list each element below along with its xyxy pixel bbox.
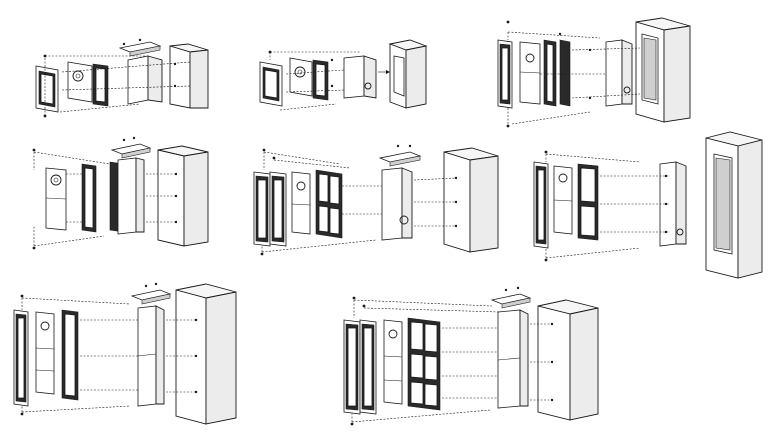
front-cover <box>533 161 549 249</box>
mounting-frame <box>312 59 329 101</box>
panel-c <box>497 17 691 128</box>
wall-block <box>635 17 691 123</box>
front-cover-left <box>343 319 361 415</box>
screws <box>268 50 334 88</box>
back-box <box>118 41 163 105</box>
guide-lines <box>33 151 176 247</box>
front-cover-left <box>253 171 271 247</box>
wall-block <box>537 299 599 421</box>
guide-lines <box>261 151 457 253</box>
guide-lines <box>44 55 191 116</box>
screws <box>506 20 592 128</box>
wall-block <box>169 43 209 109</box>
screws <box>43 38 177 118</box>
panel-h <box>343 286 599 426</box>
back-box <box>110 143 152 235</box>
screws <box>32 136 178 250</box>
front-cover <box>497 39 513 109</box>
camera-module <box>383 319 403 405</box>
mounting-frame <box>543 39 571 107</box>
back-box <box>605 39 633 107</box>
mounting-frame <box>577 163 599 241</box>
camera-module <box>519 41 541 105</box>
guide-lines <box>21 297 196 413</box>
camera-module <box>67 61 93 103</box>
guide-lines <box>507 31 641 125</box>
camera-module <box>289 57 313 97</box>
front-cover <box>259 61 283 107</box>
camera-module <box>45 167 67 231</box>
panel-e <box>253 144 499 256</box>
wall-block <box>705 131 763 279</box>
panel-f <box>533 131 763 279</box>
screws <box>544 150 668 262</box>
panel-b <box>259 39 428 111</box>
mounting-frame <box>81 161 125 233</box>
back-box <box>343 55 377 99</box>
panel-d <box>32 136 209 250</box>
guide-lines <box>269 51 390 111</box>
camera-module <box>291 171 311 235</box>
wall-block <box>388 39 428 109</box>
front-cover <box>35 65 59 113</box>
front-cover <box>13 309 29 407</box>
camera-module <box>553 165 573 235</box>
screws <box>260 144 458 256</box>
mounting-frame <box>61 309 79 401</box>
front-cover-right <box>269 171 287 247</box>
back-box <box>490 293 532 409</box>
panel-g <box>13 282 237 425</box>
camera-module <box>35 311 55 395</box>
wall-block <box>175 283 237 425</box>
wall-block <box>443 147 499 253</box>
mounting-frame <box>92 63 109 107</box>
panel-a <box>35 38 209 118</box>
back-box <box>130 289 172 407</box>
mounting-frame <box>315 169 343 239</box>
front-cover-right <box>359 319 377 415</box>
guide-lines <box>351 299 552 423</box>
screws <box>350 286 554 426</box>
screws <box>20 282 198 416</box>
back-box <box>378 151 422 241</box>
mounting-frame <box>407 317 441 411</box>
guide-lines <box>545 153 670 259</box>
